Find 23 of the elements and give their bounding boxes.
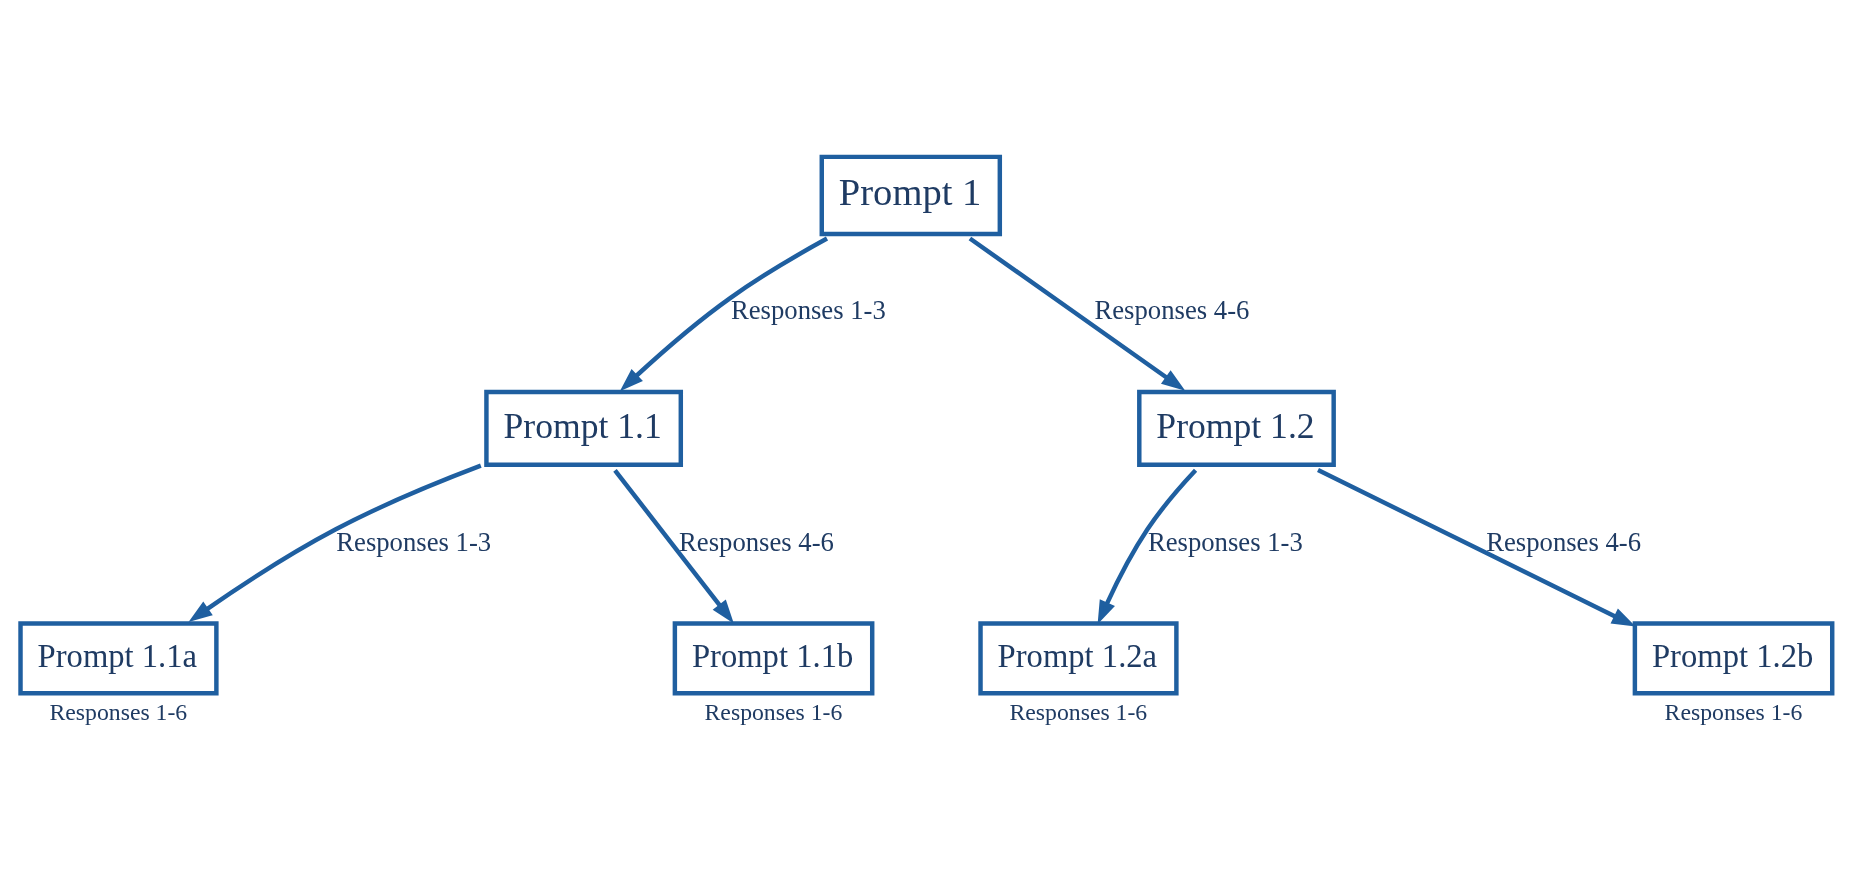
node-box: Prompt 1.1b [672, 620, 875, 695]
arrow [188, 463, 482, 622]
arrow [613, 468, 734, 624]
node-label: Responses 1-6 [1009, 698, 1148, 725]
edge-label: Responses 1-3 [730, 294, 886, 325]
edge-label: Responses 1-3 [1147, 526, 1303, 557]
node-box: Prompt 1.1a [18, 620, 219, 695]
edge-label: Responses 4-6 [1486, 526, 1642, 557]
node-label: Responses 1-6 [1664, 698, 1803, 725]
node-label: Responses 1-6 [49, 698, 188, 725]
arrow [1317, 467, 1636, 626]
edge-label: Responses 4-6 [1094, 294, 1250, 325]
node-box: Prompt 1.2b [1632, 620, 1835, 695]
node-box: Prompt 1.1 [484, 389, 684, 467]
arrow [619, 236, 829, 391]
node-box: Prompt 1.2 [1137, 389, 1336, 467]
node-label: Responses 1-6 [704, 698, 843, 725]
arrow [968, 236, 1186, 391]
edge-label: Responses 4-6 [679, 526, 834, 557]
node-box: Prompt 1 [819, 154, 1003, 236]
arrow [1097, 468, 1198, 624]
node-box: Prompt 1.2a [978, 620, 1179, 695]
edge-label: Responses 1-3 [336, 526, 492, 557]
